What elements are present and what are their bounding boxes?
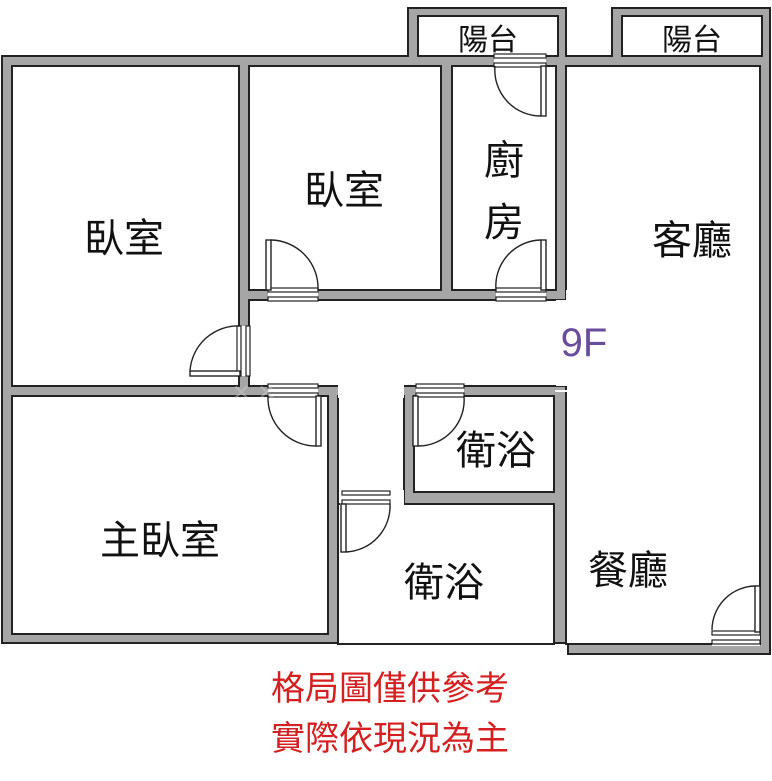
label-balcony-left: 陽台 (458, 23, 518, 58)
floor-label: 9F (561, 321, 608, 365)
room-balcony-right (621, 15, 763, 57)
door-bathroom-lower (340, 503, 391, 553)
room-living-dining (565, 65, 761, 645)
door-kitchen-balcony (494, 65, 547, 117)
label-kitchen-line2: 房 (484, 200, 524, 246)
label-bedroom-left: 臥室 (84, 216, 164, 262)
label-bathroom-lower: 衛浴 (404, 560, 484, 606)
room-master-bedroom (11, 395, 329, 635)
label-dining-room: 餐廳 (588, 548, 668, 594)
room-balcony-left (417, 15, 559, 57)
room-corridor (248, 299, 567, 387)
door-bedroom-left (189, 325, 241, 377)
door-master-bedroom (267, 395, 322, 447)
disclaimer-line1: 格局圖僅供參考 (271, 669, 509, 709)
room-bathroom-upper (413, 395, 555, 493)
room-hall-bath (337, 395, 405, 505)
disclaimer-line2: 實際依現況為主 (271, 719, 509, 759)
label-living-room: 客廳 (652, 218, 732, 264)
label-balcony-right: 陽台 (662, 23, 722, 58)
door-bedroom-middle (265, 239, 319, 291)
label-bedroom-middle: 臥室 (304, 168, 384, 214)
room-kitchen (451, 65, 557, 291)
door-entrance (711, 585, 761, 633)
room-bedroom-left (11, 65, 240, 387)
door-kitchen (495, 239, 547, 291)
room-bathroom-lower (337, 503, 555, 645)
label-bathroom-upper: 衛浴 (456, 428, 536, 474)
room-bedroom-middle (248, 65, 442, 291)
label-kitchen-line1: 廚 (484, 138, 524, 184)
label-master-bedroom: 主臥室 (100, 518, 220, 564)
watermark: ✕ ✕ (232, 381, 276, 406)
door-bathroom-upper (412, 395, 465, 447)
